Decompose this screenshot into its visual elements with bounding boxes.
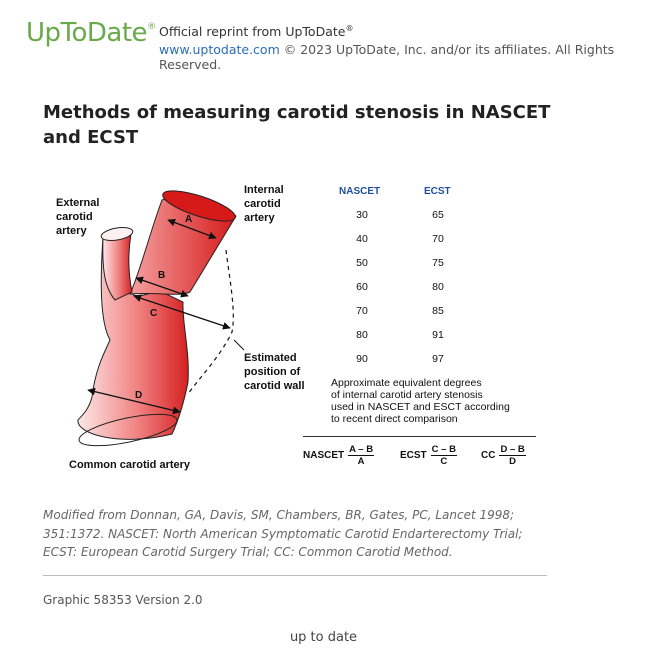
common-carotid-opening xyxy=(78,413,178,447)
internal-carotid-label: Internal carotid artery xyxy=(244,183,284,225)
measure-arrow-d xyxy=(87,387,181,415)
label-line: Internal xyxy=(244,184,284,196)
copyright-text: © 2023 UpToDate, Inc. and/or its affilia… xyxy=(159,42,615,72)
table-cell: 80 xyxy=(356,329,368,341)
formula-name: CC xyxy=(481,450,496,461)
label-line: artery xyxy=(244,212,275,224)
label-line: position of xyxy=(244,366,301,378)
external-carotid-label: External carotid artery xyxy=(56,196,99,238)
reprint-text: Official reprint from UpToDate xyxy=(159,24,346,40)
table-cell: 90 xyxy=(356,353,368,365)
letter-d: D xyxy=(135,390,143,401)
note-line: to recent direct comparison xyxy=(331,413,458,425)
external-carotid-shape xyxy=(102,233,133,301)
external-carotid-opening xyxy=(100,226,134,242)
measure-arrow-b xyxy=(135,276,189,298)
note-line: Approximate equivalent degrees xyxy=(331,377,482,389)
table-cell: 85 xyxy=(432,305,444,317)
letter-b: B xyxy=(158,270,166,281)
label-line: Estimated xyxy=(244,352,297,364)
table-cell: 40 xyxy=(356,233,368,245)
estimated-wall-dashed-line xyxy=(187,249,234,395)
table-cell: 75 xyxy=(432,257,444,269)
label-line: artery xyxy=(56,225,87,237)
footer-text: up to date xyxy=(289,630,358,645)
formula-numerator: A – B xyxy=(348,444,375,456)
formula-denominator: D xyxy=(509,456,517,467)
table-cell: 70 xyxy=(356,305,368,317)
label-line: carotid xyxy=(56,211,93,223)
letter-c: C xyxy=(150,308,158,319)
table-cell: 80 xyxy=(432,281,444,293)
formula-numerator: D – B xyxy=(499,444,526,456)
formula-denominator: C xyxy=(440,456,448,467)
reprint-notice: Official reprint from UpToDate® xyxy=(159,24,353,39)
table-cell: 97 xyxy=(432,353,444,365)
label-line: carotid xyxy=(244,198,281,210)
page-title: Methods of measuring carotid stenosis in… xyxy=(43,102,551,148)
caption-divider xyxy=(43,575,547,576)
table-cell: 70 xyxy=(432,233,444,245)
table-cell: 65 xyxy=(432,209,444,221)
label-line: carotid wall xyxy=(244,380,305,392)
carotid-figure: A B C D External carotid artery Internal… xyxy=(40,172,580,482)
formula-name: ECST xyxy=(400,450,427,461)
reprint-registered-mark: ® xyxy=(345,24,354,33)
uptodate-logo[interactable]: UpToDate® xyxy=(26,18,156,48)
table-header-ecst: ECST xyxy=(424,186,451,197)
formula-denominator: A xyxy=(357,456,365,467)
note-line: used in NASCET and ESCT according xyxy=(331,401,510,413)
logo-registered-mark: ® xyxy=(147,22,156,32)
internal-carotid-opening xyxy=(162,190,236,222)
carotid-diagram xyxy=(77,190,245,447)
table-cell: 30 xyxy=(356,209,368,221)
copyright-line: www.uptodate.com © 2023 UpToDate, Inc. a… xyxy=(159,42,647,72)
label-line: External xyxy=(56,197,100,209)
table-cell: 60 xyxy=(356,281,368,293)
equivalence-note: Approximate equivalent degrees of intern… xyxy=(331,377,551,425)
table-header-nascet: NASCET xyxy=(339,186,381,197)
common-carotid-label: Common carotid artery xyxy=(69,459,191,471)
note-line: of internal carotid artery stenosis xyxy=(331,389,483,401)
uptodate-link[interactable]: www.uptodate.com xyxy=(159,42,280,57)
formula-name: NASCET xyxy=(303,450,345,461)
figure-caption: Modified from Donnan, GA, Davis, SM, Cha… xyxy=(43,508,523,559)
logo-text: UpToDate xyxy=(26,18,148,48)
measure-arrow-c xyxy=(133,294,231,330)
estimated-wall-label: Estimated position of carotid wall xyxy=(244,351,305,393)
formula-numerator: C – B xyxy=(430,444,457,456)
measure-arrow-a xyxy=(167,218,217,240)
letter-a: A xyxy=(185,214,193,225)
formula-divider xyxy=(303,436,536,437)
graphic-id: Graphic 58353 Version 2.0 xyxy=(43,593,203,607)
table-cell: 91 xyxy=(432,329,444,341)
table-cell: 50 xyxy=(356,257,368,269)
estimated-wall-pointer xyxy=(233,339,245,351)
